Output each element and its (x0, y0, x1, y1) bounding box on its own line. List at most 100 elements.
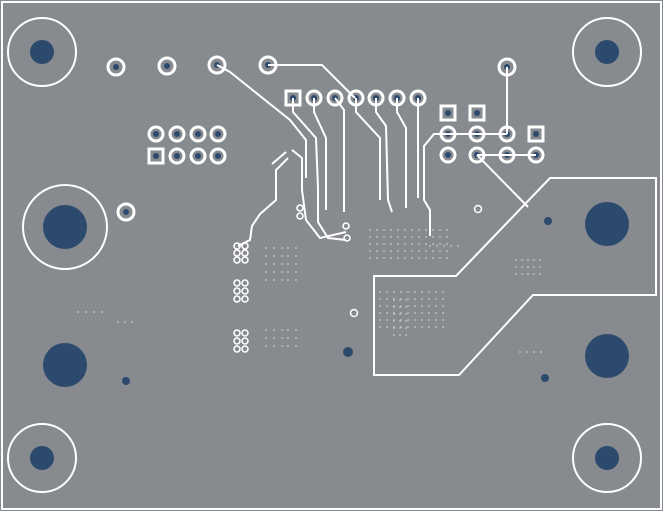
test-dot (428, 326, 430, 328)
mounting-hole-top-right (572, 17, 642, 87)
test-dot (393, 306, 395, 308)
test-dot (414, 291, 416, 293)
mounting-hole-icon (30, 40, 54, 64)
via-pad (241, 242, 249, 250)
test-dot (265, 255, 267, 257)
test-dot (379, 291, 381, 293)
test-dot (539, 273, 541, 275)
test-dot (376, 229, 378, 231)
test-dot (446, 257, 448, 259)
test-dot (421, 326, 423, 328)
mounting-hole-icon (595, 446, 619, 470)
test-dot (435, 305, 437, 307)
test-dot (386, 291, 388, 293)
test-dot (432, 257, 434, 259)
test-dot (527, 266, 529, 268)
test-dot (404, 236, 406, 238)
test-dot (281, 279, 283, 281)
test-dot (446, 250, 448, 252)
test-dot (404, 250, 406, 252)
test-dot (442, 298, 444, 300)
test-dot (439, 257, 441, 259)
test-dot (428, 312, 430, 314)
test-dot (273, 247, 275, 249)
test-dot (287, 255, 289, 257)
test-dot (390, 236, 392, 238)
test-dot (405, 320, 407, 322)
via-pad (343, 234, 351, 242)
test-dot (369, 229, 371, 231)
via-pad (342, 222, 350, 230)
test-dot (390, 243, 392, 245)
test-dot (369, 257, 371, 259)
test-dot (295, 345, 297, 347)
test-dot (386, 298, 388, 300)
header-2x4-right-drills (445, 110, 539, 158)
test-dot (421, 298, 423, 300)
test-dot (393, 320, 395, 322)
test-dot (418, 229, 420, 231)
via-pad (233, 329, 241, 337)
test-dot (383, 250, 385, 252)
test-dot (405, 313, 407, 315)
test-dot (439, 229, 441, 231)
via-arrays (77, 204, 542, 353)
test-dot (421, 291, 423, 293)
test-dot (446, 229, 448, 231)
test-dot (411, 243, 413, 245)
test-dot (407, 312, 409, 314)
test-dot (435, 326, 437, 328)
test-dot (117, 321, 119, 323)
test-dot (428, 298, 430, 300)
mounting-hole-bottom-left (7, 423, 77, 493)
test-dot (124, 321, 126, 323)
test-dot (287, 337, 289, 339)
test-dot (369, 243, 371, 245)
test-dot (273, 345, 275, 347)
test-dot (442, 291, 444, 293)
mounting-hole-icon (30, 446, 54, 470)
test-dot (295, 337, 297, 339)
test-dot (390, 229, 392, 231)
via-pad (233, 256, 241, 264)
via-group (122, 217, 552, 385)
test-dot (432, 236, 434, 238)
test-dot (407, 298, 409, 300)
test-dot (281, 263, 283, 265)
test-dot (414, 319, 416, 321)
test-dot (404, 243, 406, 245)
test-dot (376, 257, 378, 259)
test-dot (540, 351, 542, 353)
test-dot (390, 257, 392, 259)
power-plane-outline (373, 177, 657, 376)
test-dot (450, 245, 452, 247)
test-dot (397, 229, 399, 231)
test-dot (131, 321, 133, 323)
test-dot (281, 329, 283, 331)
test-dot (428, 291, 430, 293)
test-dot (533, 351, 535, 353)
test-dot (446, 243, 448, 245)
test-dot (281, 247, 283, 249)
test-dot (273, 279, 275, 281)
test-dot (265, 279, 267, 281)
test-dot (539, 259, 541, 261)
test-dot (265, 247, 267, 249)
test-dot (400, 291, 402, 293)
test-dot (383, 257, 385, 259)
test-dot (287, 279, 289, 281)
via-pad (241, 345, 249, 353)
test-dot (411, 229, 413, 231)
test-dot (397, 236, 399, 238)
test-dot (526, 351, 528, 353)
test-dot (265, 337, 267, 339)
test-dot (411, 257, 413, 259)
via-pad (241, 337, 249, 345)
header-2x4-left-drills (153, 131, 221, 159)
test-dot (399, 334, 401, 336)
test-dot (404, 257, 406, 259)
test-dot (407, 319, 409, 321)
test-dot (439, 236, 441, 238)
